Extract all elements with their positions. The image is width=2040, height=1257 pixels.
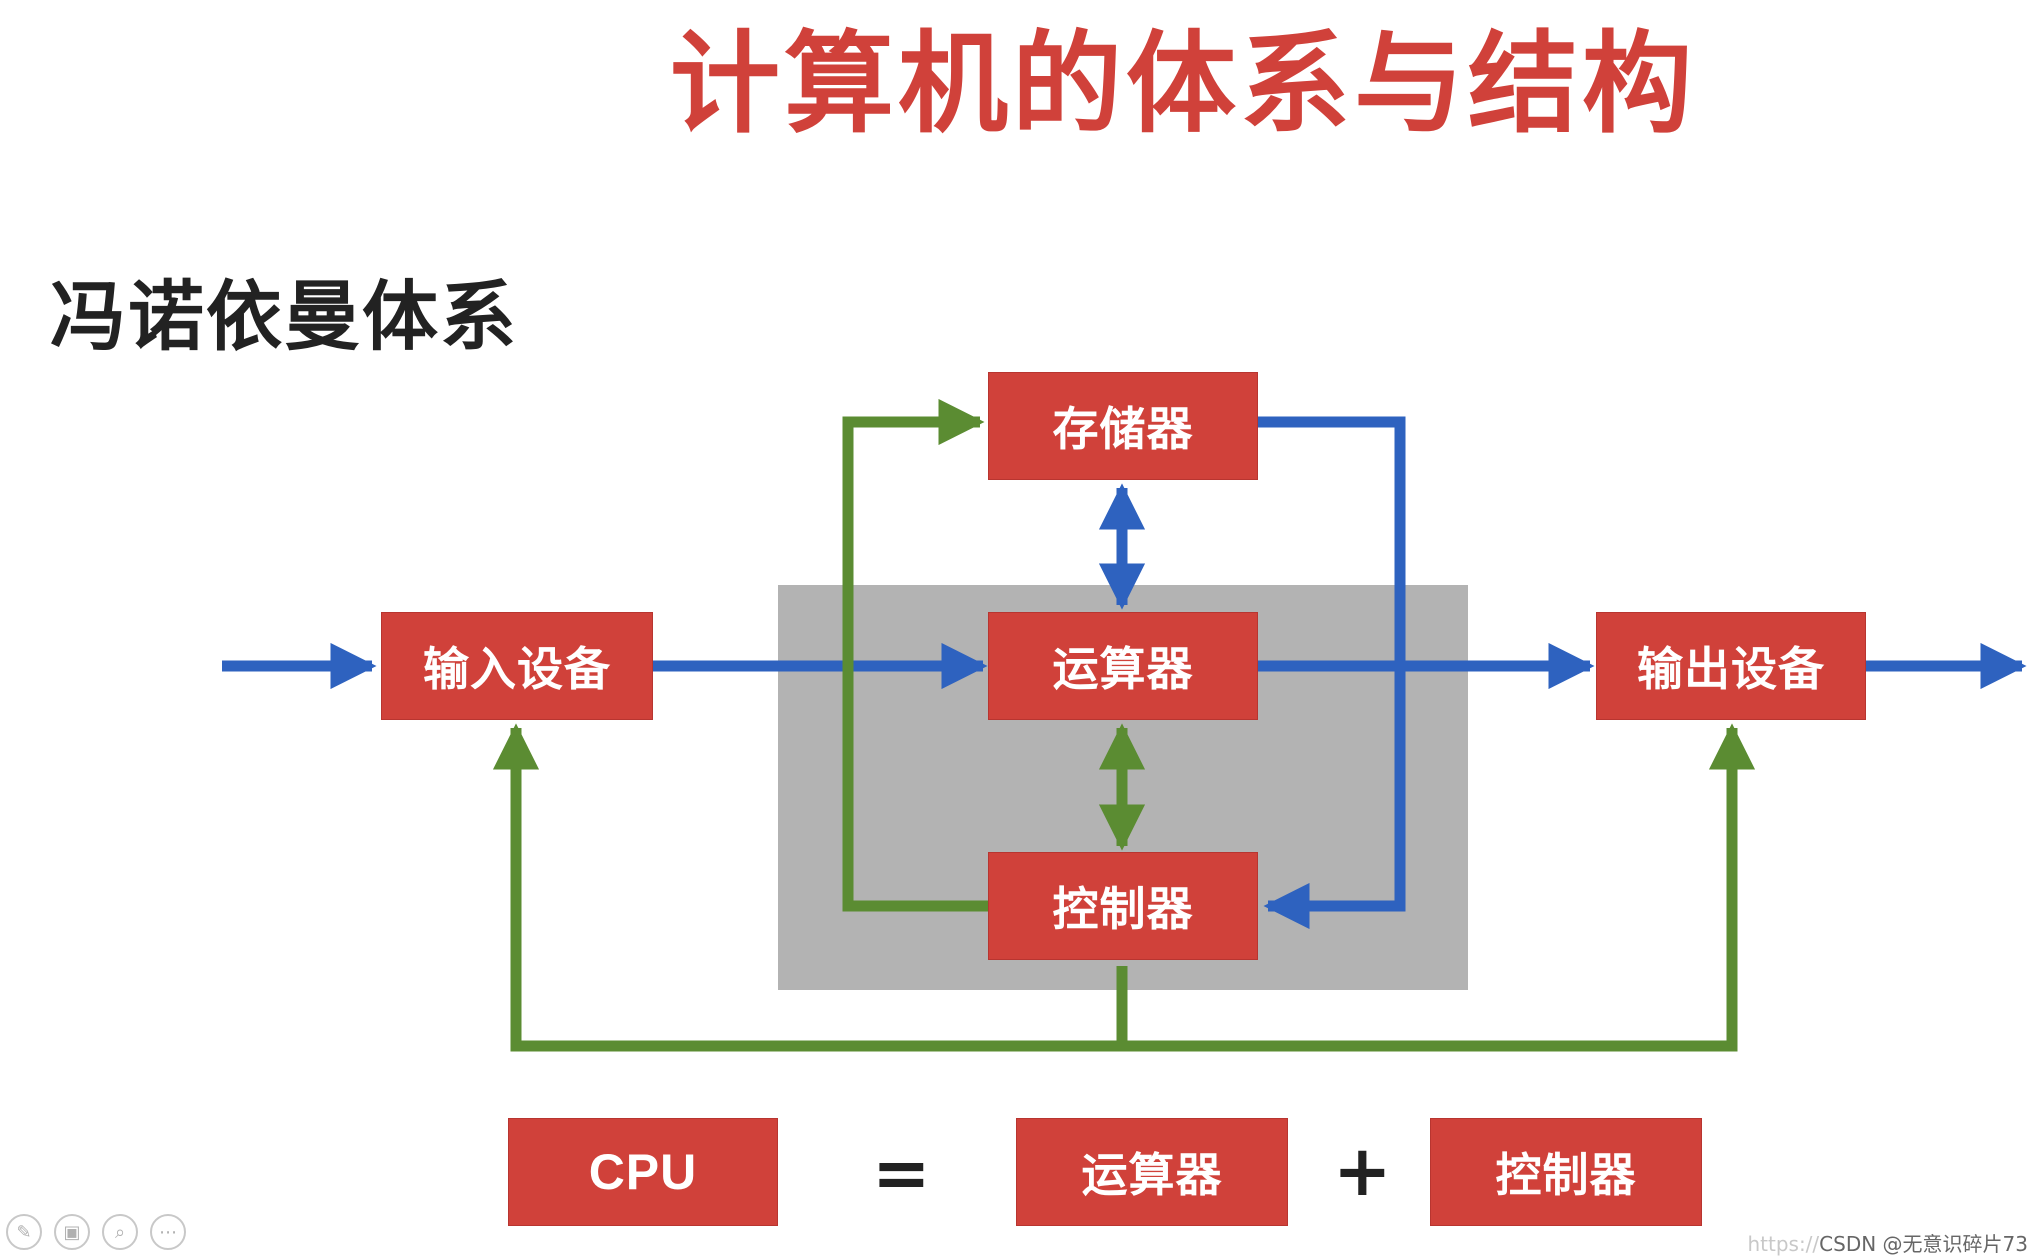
page-title: 计算机的体系与结构 [670,20,1696,148]
output-device-box: 输出设备 [1596,612,1866,720]
input-device-box: 输入设备 [381,612,653,720]
equation-control-box: 控制器 [1430,1118,1702,1226]
arrow-storage-to-control [1258,416,1406,930]
pen-icon[interactable]: ✎ [6,1214,42,1250]
zoom-icon[interactable]: ⌕ [102,1214,138,1250]
cpu-box: CPU [508,1118,778,1226]
equals-sign: = [872,1132,931,1214]
watermark-prefix: https:// [1747,1232,1820,1256]
section-title: 冯诺依曼体系 [50,272,518,361]
arrow-control-to-input [492,723,1122,1052]
arrow-control-to-output [1116,723,1756,1052]
plus-sign: + [1333,1130,1392,1212]
watermark: https://CSDN @无意识碎片73 [1747,1228,2028,1257]
presentation-toolbar: ✎ ▣ ⌕ ⋯ [6,1214,186,1250]
control-box: 控制器 [988,852,1258,960]
layers-icon[interactable]: ▣ [54,1214,90,1250]
storage-box: 存储器 [988,372,1258,480]
alu-box: 运算器 [988,612,1258,720]
equation-alu-box: 运算器 [1016,1118,1288,1226]
arrow-control-to-storage [842,398,988,912]
more-icon[interactable]: ⋯ [150,1214,186,1250]
watermark-text: CSDN @无意识碎片73 [1819,1232,2028,1256]
